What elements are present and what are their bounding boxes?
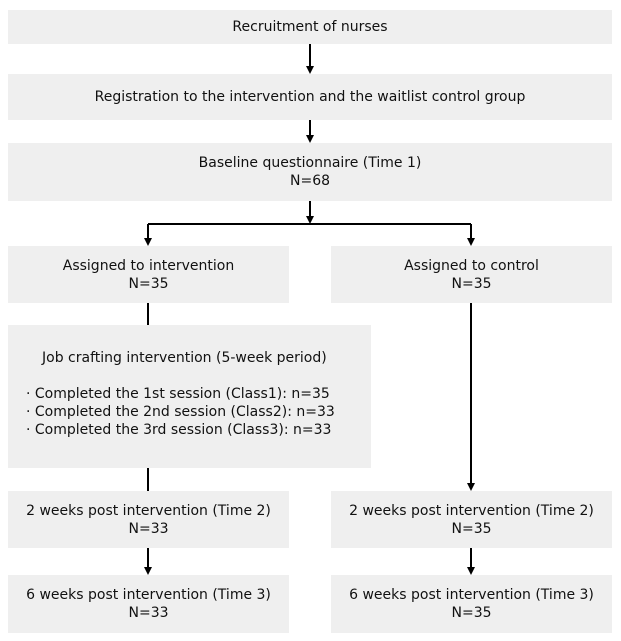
session-1-completion: · Completed the 1st session (Class1): n=… <box>26 386 330 402</box>
session-3-completion: · Completed the 3rd session (Class3): n=… <box>26 422 332 438</box>
recruitment-label: Recruitment of nurses <box>232 19 388 35</box>
baseline-title: Baseline questionnaire (Time 1) <box>198 155 422 171</box>
registration-label: Registration to the intervention and the… <box>94 89 526 105</box>
intervention-time2-title: 2 weeks post intervention (Time 2) <box>26 502 271 519</box>
intervention-time2-count: N=33 <box>128 520 169 537</box>
control-time3-box: 6 weeks post intervention (Time 3) N=35 <box>331 575 612 633</box>
baseline-box: Baseline questionnaire (Time 1) N=68 <box>8 143 612 201</box>
session-2-completion: · Completed the 2nd session (Class2): n=… <box>26 404 335 420</box>
job-crafting-title: Job crafting intervention (5-week period… <box>42 350 327 366</box>
control-time3-count: N=35 <box>451 605 492 621</box>
recruitment-box: Recruitment of nurses <box>8 10 612 44</box>
control-time2-box: 2 weeks post intervention (Time 2) N=35 <box>331 491 612 548</box>
registration-box: Registration to the intervention and the… <box>8 74 612 120</box>
assigned-intervention-count: N=35 <box>128 275 169 292</box>
assigned-control-count: N=35 <box>451 275 492 292</box>
intervention-time3-title: 6 weeks post intervention (Time 3) <box>26 587 271 603</box>
assigned-intervention-box: Assigned to intervention N=35 <box>8 246 289 303</box>
intervention-time3-count: N=33 <box>128 605 169 621</box>
session-completion-list: · Completed the 1st session (Class1): n=… <box>26 385 371 439</box>
job-crafting-intervention-box: Job crafting intervention (5-week period… <box>8 325 371 468</box>
intervention-time3-box: 6 weeks post intervention (Time 3) N=33 <box>8 575 289 633</box>
control-time2-count: N=35 <box>451 520 492 537</box>
control-time2-title: 2 weeks post intervention (Time 2) <box>349 502 594 519</box>
assigned-control-title: Assigned to control <box>404 257 539 274</box>
control-time3-title: 6 weeks post intervention (Time 3) <box>349 587 594 603</box>
assigned-intervention-title: Assigned to intervention <box>62 257 235 274</box>
baseline-count: N=68 <box>289 173 331 189</box>
intervention-time2-box: 2 weeks post intervention (Time 2) N=33 <box>8 491 289 548</box>
assigned-control-box: Assigned to control N=35 <box>331 246 612 303</box>
